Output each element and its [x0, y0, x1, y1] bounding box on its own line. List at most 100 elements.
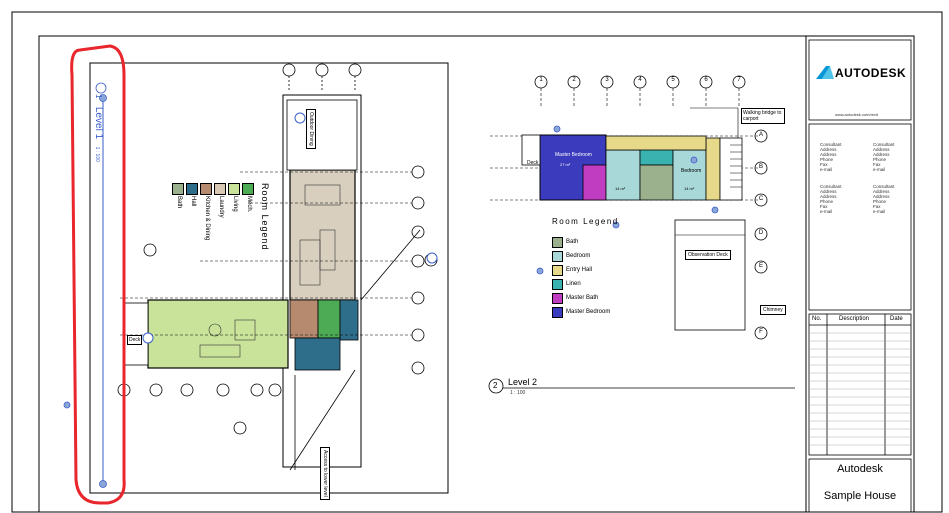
level2-room-legend[interactable]: Room Legend	[552, 217, 619, 226]
level2-observation-deck[interactable]	[674, 219, 746, 331]
consultant-line: Address	[873, 152, 890, 157]
consultant-line: Fax	[820, 204, 828, 209]
level1-title-group: 1 Level 1 1 : 100	[91, 94, 109, 162]
deck-left-tag[interactable]: Deck	[127, 335, 143, 345]
revision-rows	[809, 332, 911, 446]
consultant-line: Address	[873, 147, 890, 152]
walking-bridge-tag[interactable]: Walking bridge to carport	[741, 108, 785, 124]
consultant-line: e-mail	[820, 167, 833, 172]
level1-level-handle-top[interactable]	[99, 94, 107, 102]
selection-highlight	[70, 44, 126, 505]
master-bedroom-tag: Master Bedroom	[555, 152, 592, 158]
level1-living[interactable]	[147, 299, 289, 369]
consultant-line: e-mail	[873, 167, 886, 172]
level1-laundry[interactable]	[289, 299, 319, 339]
level2-master-bath[interactable]	[582, 164, 607, 201]
title-block	[808, 39, 912, 513]
brand-url[interactable]: www.autodesk.com/revit	[835, 112, 879, 117]
grid-label-right: C	[758, 196, 764, 202]
level2-deck[interactable]	[521, 134, 541, 166]
level2-legend-label: Entry Hall	[566, 267, 593, 273]
level1-legend-item: Bath	[172, 183, 184, 228]
level1-legend-swatch	[242, 183, 254, 195]
consultant-line: Phone	[820, 199, 834, 204]
bedroom-tag: Bedroom	[681, 168, 702, 174]
consultant-line: Address	[820, 152, 837, 157]
level2-legend-item: Bedroom	[552, 249, 672, 263]
level1-level-handle-bottom[interactable]	[99, 480, 107, 488]
level2-legend-swatch	[552, 264, 563, 276]
level2-legend-swatch	[552, 250, 563, 262]
level1-grid-top	[282, 63, 362, 92]
grid-label-right: F	[759, 329, 763, 335]
deck-upper-tag: Deck	[527, 160, 539, 166]
level1-legend-label: Kitchen & Dining	[204, 196, 210, 241]
level1-view-scale: 1 : 100	[94, 146, 100, 162]
level1-grid-lines	[120, 171, 412, 336]
consultant-line: Consultant	[820, 142, 842, 147]
level2-legend-title: Room Legend	[552, 217, 619, 226]
level1-hall[interactable]	[294, 337, 341, 371]
level2-legend-item: Linen	[552, 277, 672, 291]
observation-deck-tag[interactable]: Observation Deck	[685, 250, 731, 260]
level1-mech[interactable]	[317, 299, 341, 339]
consultant-line: Address	[820, 189, 837, 194]
consultant-line: Phone	[873, 199, 887, 204]
project-company: Autodesk	[837, 463, 883, 475]
level1-grid-bottom	[117, 243, 282, 435]
grid-label-right: B	[758, 164, 763, 170]
consultant-line: Fax	[820, 162, 828, 167]
level1-room-legend[interactable]: Room Legend	[260, 183, 270, 251]
consultant-line: Fax	[873, 204, 881, 209]
level2-view-number: 2	[493, 381, 498, 390]
level1-view[interactable]	[63, 62, 449, 494]
level2-corridor[interactable]	[605, 135, 707, 151]
level2-view-scale: 1 : 100	[510, 390, 526, 396]
level1-grid-right	[411, 165, 438, 375]
area-3-tag: 14 m²	[684, 186, 695, 191]
level2-bath[interactable]	[639, 164, 674, 201]
level2-legend-swatch	[552, 278, 563, 290]
level1-legend-swatch	[186, 183, 198, 195]
level2-bedroom-2[interactable]	[672, 149, 707, 201]
outdoor-dining-tag[interactable]: Outdoor Dining	[306, 109, 316, 149]
level1-legend-item: Hall	[186, 183, 198, 228]
level1-legend-swatch	[228, 183, 240, 195]
grid-label-top: 1	[539, 77, 543, 83]
grid-label-right: A	[758, 132, 763, 138]
level1-legend-label: Mech.	[246, 196, 252, 213]
lower-note-tag[interactable]: Access to lower level	[320, 447, 330, 500]
level1-hall-upper[interactable]	[339, 299, 359, 341]
consultant-line: Address	[820, 147, 837, 152]
chimney-tag[interactable]: Chimney	[760, 305, 786, 315]
grid-label-top: 3	[605, 77, 609, 83]
consultant-line: Phone	[820, 157, 834, 162]
consultant-line: Consultant	[820, 184, 842, 189]
level1-legend-item: Kitchen & Dining	[200, 183, 212, 240]
area-1-tag: 27 m²	[560, 162, 571, 167]
level1-viewport[interactable]	[89, 62, 449, 494]
grid-label-right: D	[758, 230, 764, 236]
level1-view-label[interactable]: Level 1	[93, 106, 104, 140]
consultant-line: Address	[873, 194, 890, 199]
level2-legend-label: Master Bath	[566, 295, 599, 301]
brand-name: AUTODESK	[835, 66, 907, 80]
level1-legend-label: Living	[232, 196, 238, 212]
autodesk-logo-icon	[816, 66, 834, 79]
level1-legend-item: Mech.	[242, 183, 254, 228]
rev-header-description: Description	[839, 316, 870, 322]
level2-legend-swatch	[552, 306, 563, 318]
level2-view-label[interactable]: Level 2	[508, 377, 538, 387]
level2-bedroom-1[interactable]	[605, 149, 641, 201]
level2-entry-hall[interactable]	[705, 137, 721, 201]
level2-view[interactable]	[488, 75, 795, 394]
consultant-line: Fax	[873, 162, 881, 167]
level1-outdoor-dining[interactable]	[286, 99, 358, 171]
rev-header-no: No.	[812, 316, 822, 322]
sheet-border-inner	[38, 35, 915, 513]
